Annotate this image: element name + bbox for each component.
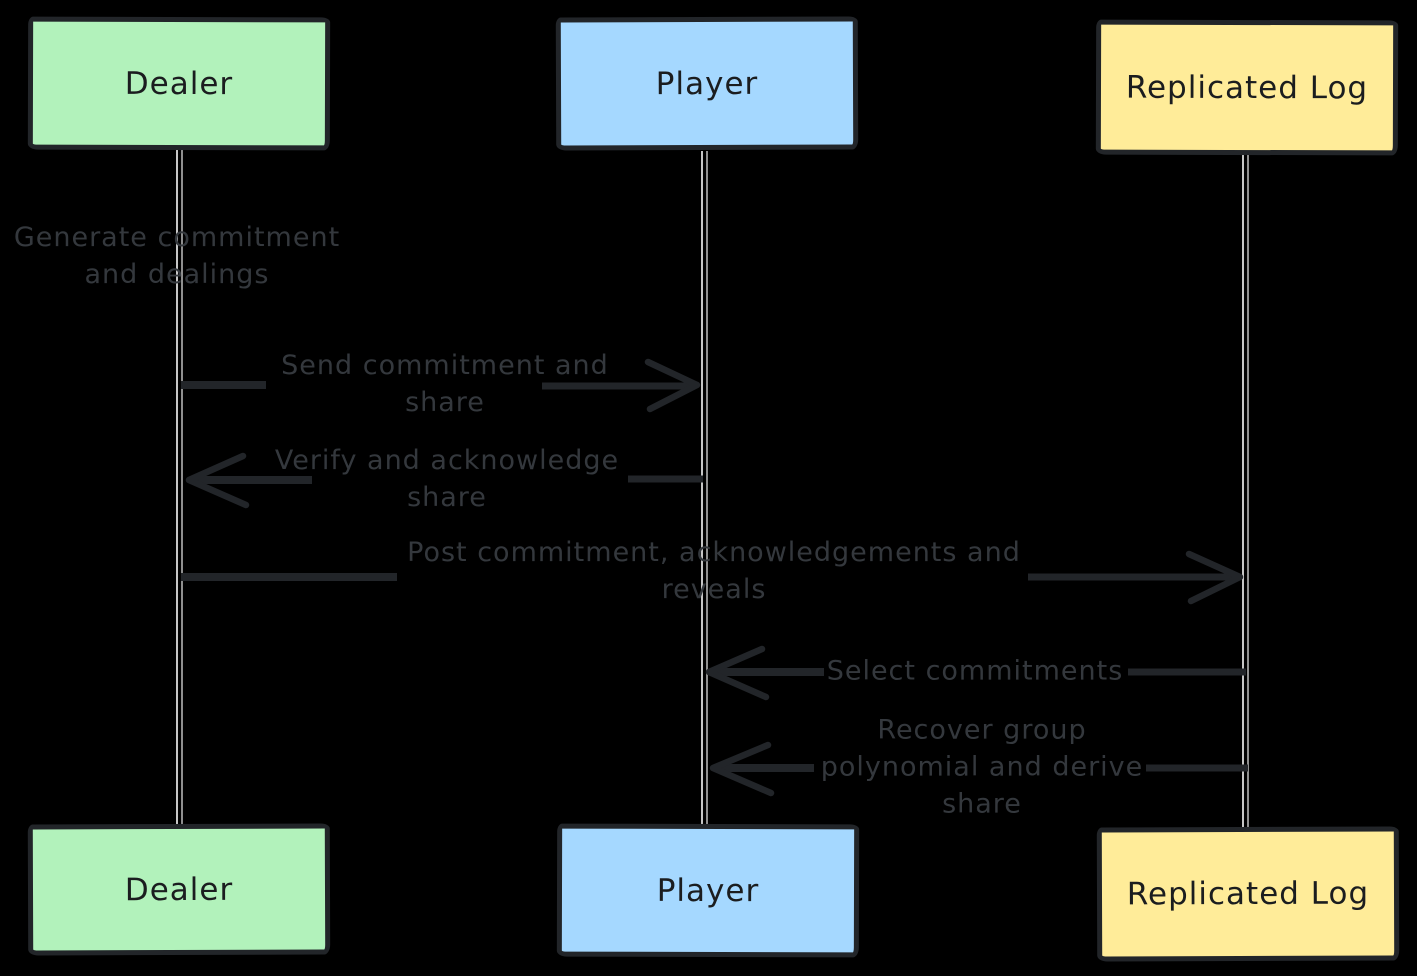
- message-label-verify-and-acknowledge-share: Verify and acknowledge share: [274, 445, 620, 513]
- message-label-select-commitments: Select commitments: [826, 655, 1124, 687]
- lifeline-dealer: [176, 149, 183, 828]
- actor-box-dealer-top: Dealer: [27, 16, 331, 151]
- actor-label-player-top: Player: [655, 65, 759, 102]
- actor-box-replicated-log-bottom: Replicated Log: [1096, 826, 1400, 962]
- actor-label-player-bottom: Player: [656, 872, 760, 909]
- lifeline-player: [701, 151, 708, 828]
- actor-box-player-bottom: Player: [556, 823, 860, 958]
- actor-label-replicated-log-top: Replicated Log: [1125, 69, 1369, 106]
- note-generate-commitment-and-dealings: Generate commitment and dealings: [13, 222, 341, 290]
- message-label-post-commitment-acknowledgements-reveals: Post commitment, acknowledgements and re…: [407, 537, 1021, 605]
- actor-label-dealer-top: Dealer: [124, 65, 234, 102]
- actor-label-replicated-log-bottom: Replicated Log: [1126, 875, 1370, 913]
- message-label-recover-group-polynomial: Recover group polynomial and derive shar…: [820, 714, 1144, 820]
- lifeline-replicated-log: [1242, 155, 1249, 831]
- message-label-send-commitment-and-share: Send commitment and share: [281, 350, 609, 418]
- actor-box-dealer-bottom: Dealer: [27, 823, 331, 956]
- actor-box-player-top: Player: [555, 16, 859, 151]
- actor-box-replicated-log-top: Replicated Log: [1095, 19, 1399, 156]
- actor-label-dealer-bottom: Dealer: [124, 871, 234, 908]
